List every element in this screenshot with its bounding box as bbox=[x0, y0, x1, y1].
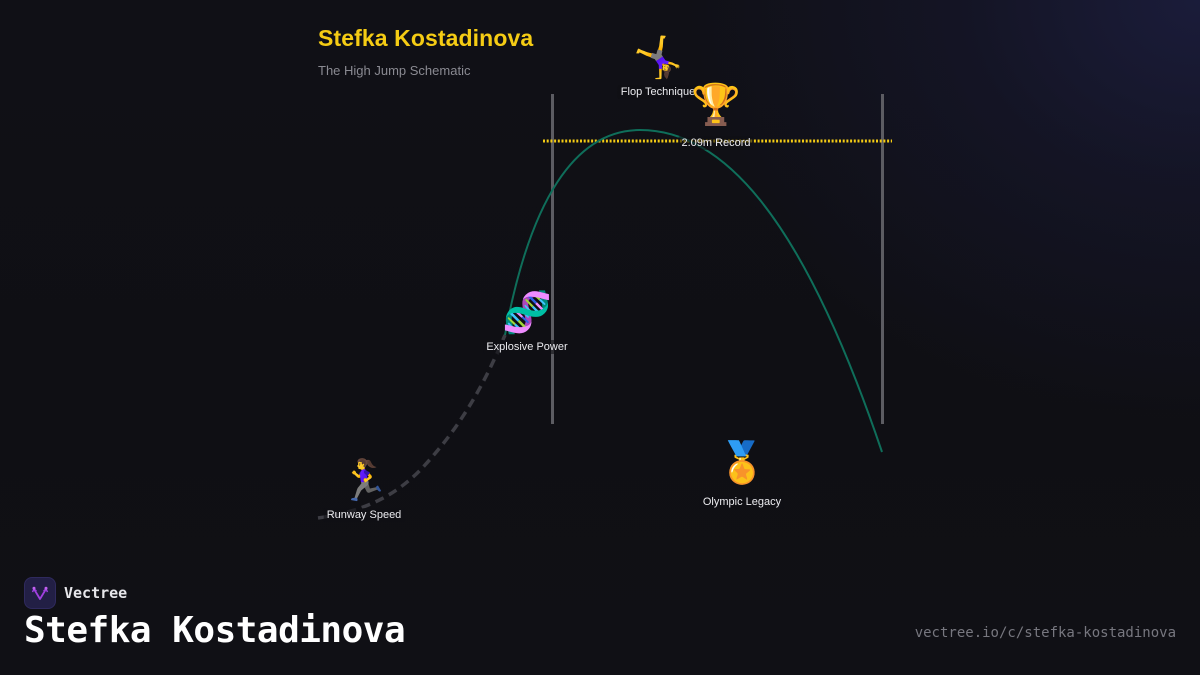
node-explosive-power: 🧬 Explosive Power bbox=[483, 290, 571, 355]
node-label: 2.09m Record bbox=[678, 136, 754, 150]
node-label: Runway Speed bbox=[323, 508, 405, 522]
vectree-logo-icon bbox=[24, 577, 56, 609]
dna-icon: 🧬 bbox=[502, 291, 552, 335]
page-title: Stefka Kostadinova bbox=[318, 25, 534, 51]
trophy-icon: 🏆 bbox=[691, 83, 741, 127]
running-woman-icon: 🏃‍♀️ bbox=[339, 459, 389, 503]
node-runway-speed: 🏃‍♀️ Runway Speed bbox=[323, 458, 405, 523]
medal-icon: 🏅 bbox=[717, 441, 767, 485]
node-label: Olympic Legacy bbox=[699, 495, 785, 509]
cartwheel-woman-icon: 🤸‍♀️ bbox=[633, 36, 683, 80]
node-label: Flop Technique bbox=[617, 85, 699, 99]
brand: Vectree bbox=[24, 577, 127, 609]
footer-url[interactable]: vectree.io/c/stefka-kostadinova bbox=[914, 625, 1176, 641]
runway-path bbox=[317, 334, 507, 520]
node-record: 🏆 2.09m Record bbox=[678, 82, 754, 151]
footer-title: Stefka Kostadinova bbox=[24, 610, 406, 651]
jump-arc bbox=[504, 128, 883, 453]
page-subtitle: The High Jump Schematic bbox=[318, 63, 471, 78]
brand-name: Vectree bbox=[64, 584, 128, 602]
node-olympic-legacy: 🏅 Olympic Legacy bbox=[699, 440, 785, 510]
node-flop-technique: 🤸‍♀️ Flop Technique bbox=[617, 35, 699, 100]
node-label: Explosive Power bbox=[483, 340, 571, 354]
